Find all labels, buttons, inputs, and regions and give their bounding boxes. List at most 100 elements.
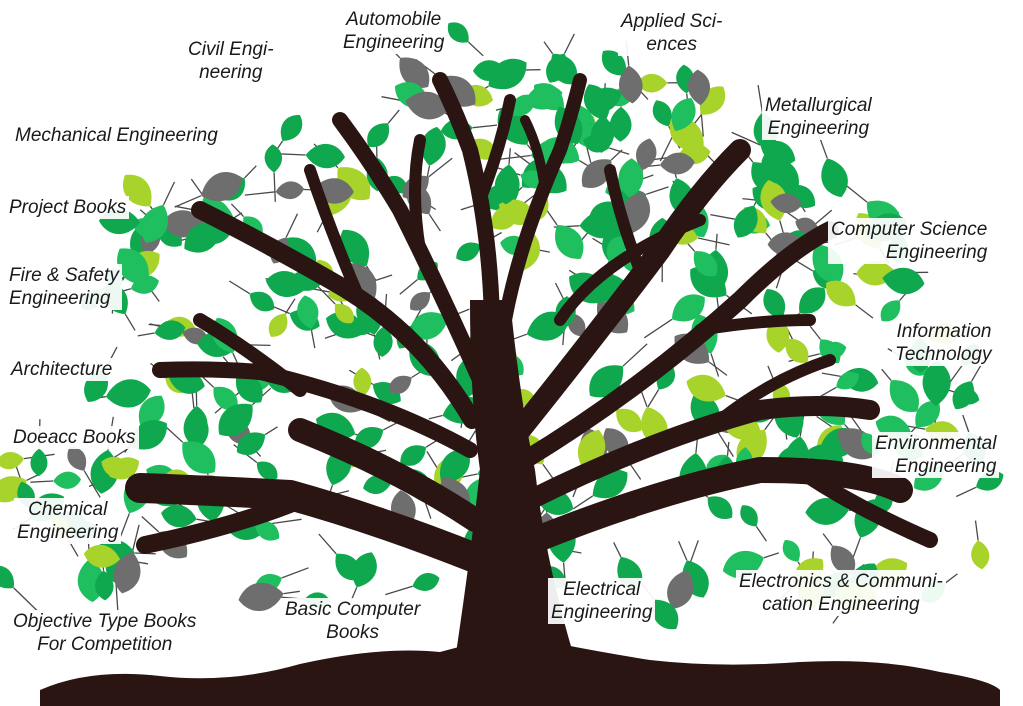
twig	[779, 220, 785, 235]
twig	[643, 318, 673, 339]
twig	[162, 181, 176, 206]
twig	[962, 414, 970, 433]
category-metallurgical-engineering[interactable]: Metallurgical Engineering	[762, 94, 875, 140]
twig	[907, 425, 926, 430]
leaf	[707, 496, 733, 519]
category-applied-sciences[interactable]: Applied Sci- ences	[618, 10, 726, 56]
leaf	[693, 251, 718, 277]
twig	[269, 518, 302, 525]
twig	[424, 502, 432, 519]
leaf	[161, 504, 197, 528]
leaf	[405, 91, 449, 120]
label-line: Engineering	[895, 456, 997, 477]
twig	[610, 149, 623, 161]
twig	[763, 552, 779, 559]
leaf	[130, 420, 167, 450]
twig	[572, 495, 594, 510]
leaf	[238, 582, 284, 612]
category-computer-science-engineering[interactable]: Computer Science Engineering	[828, 218, 991, 264]
leaf	[456, 242, 481, 262]
leaf	[618, 158, 644, 199]
category-project-books[interactable]: Project Books	[6, 196, 130, 219]
label-line: Engineering	[551, 602, 653, 623]
twig	[855, 304, 874, 319]
twig	[399, 279, 418, 295]
label-line: Fire & Safety	[9, 265, 119, 286]
category-electrical-engineering[interactable]: Electrical Engineering	[548, 578, 656, 624]
category-information-technology[interactable]: Information Technology	[892, 320, 995, 366]
twig	[716, 430, 734, 457]
twig	[844, 183, 868, 203]
leaf	[410, 291, 430, 311]
category-architecture[interactable]: Architecture	[8, 358, 116, 381]
category-objective-type-books[interactable]: Objective Type Books For Competition	[10, 610, 200, 656]
label-line: Civil Engi-	[188, 39, 274, 60]
category-mechanical-engineering[interactable]: Mechanical Engineering	[12, 124, 221, 147]
twig	[285, 213, 299, 238]
category-doeacc-books[interactable]: Doeacc Books	[10, 426, 139, 449]
leaf	[472, 60, 507, 82]
leaf	[889, 380, 919, 413]
category-electronics-communication-engineering[interactable]: Electronics & Communi- cation Engineerin…	[736, 570, 946, 616]
leaf	[213, 386, 238, 411]
leaf	[275, 181, 305, 200]
leaf	[555, 225, 584, 259]
leaf	[408, 312, 449, 340]
leaf	[880, 300, 901, 322]
category-automobile-engineering[interactable]: Automobile Engineering	[340, 8, 448, 54]
label-line: Technology	[895, 344, 992, 365]
leaf	[672, 294, 705, 322]
category-environmental-engineering[interactable]: Environmental Engineering	[872, 432, 1000, 478]
twig	[647, 389, 660, 408]
label-line: Automobile	[346, 9, 442, 30]
twig	[318, 533, 337, 555]
leaf	[637, 73, 668, 93]
leaf	[67, 446, 87, 471]
leaf	[105, 379, 151, 408]
leaf	[280, 115, 303, 141]
leaf	[53, 471, 82, 489]
twig	[83, 470, 101, 498]
leaf	[186, 405, 208, 440]
leaf	[491, 205, 520, 230]
label-line: Engineering	[885, 242, 988, 263]
tree-branches	[125, 72, 938, 575]
leaf	[373, 326, 393, 357]
leaf	[782, 540, 800, 562]
twig	[821, 372, 841, 378]
leaf	[30, 448, 48, 477]
category-chemical-engineering[interactable]: Chemical Engineering	[14, 498, 122, 544]
twig	[230, 203, 245, 218]
twig	[563, 33, 575, 54]
leaf	[882, 267, 925, 294]
twig	[508, 148, 511, 165]
leaf	[388, 375, 412, 394]
leaf	[154, 320, 186, 340]
leaf	[494, 164, 520, 205]
leaf	[140, 204, 168, 243]
leaf	[101, 456, 132, 478]
leaf	[0, 452, 24, 470]
twig	[315, 283, 336, 305]
twig	[613, 542, 622, 558]
category-fire-safety-engineering[interactable]: Fire & Safety Engineering	[6, 264, 122, 310]
leaf	[733, 205, 758, 238]
leaf	[524, 84, 563, 110]
label-line: Electrical	[563, 579, 641, 600]
label-line: neering	[199, 62, 263, 83]
leaf	[201, 172, 243, 202]
leaf	[236, 432, 266, 456]
twig	[283, 590, 300, 595]
leaf	[447, 22, 469, 43]
leaf	[652, 100, 672, 127]
twig	[137, 332, 155, 337]
twig	[472, 124, 498, 129]
category-civil-engineering[interactable]: Civil Engi- neering	[185, 38, 277, 84]
category-basic-computer-books[interactable]: Basic Computer Books	[282, 598, 424, 644]
leaf	[821, 158, 848, 198]
leaf	[671, 97, 696, 131]
leaf	[830, 545, 856, 574]
tree-roots	[40, 644, 1000, 706]
leaf	[138, 395, 165, 428]
twig	[974, 520, 979, 541]
